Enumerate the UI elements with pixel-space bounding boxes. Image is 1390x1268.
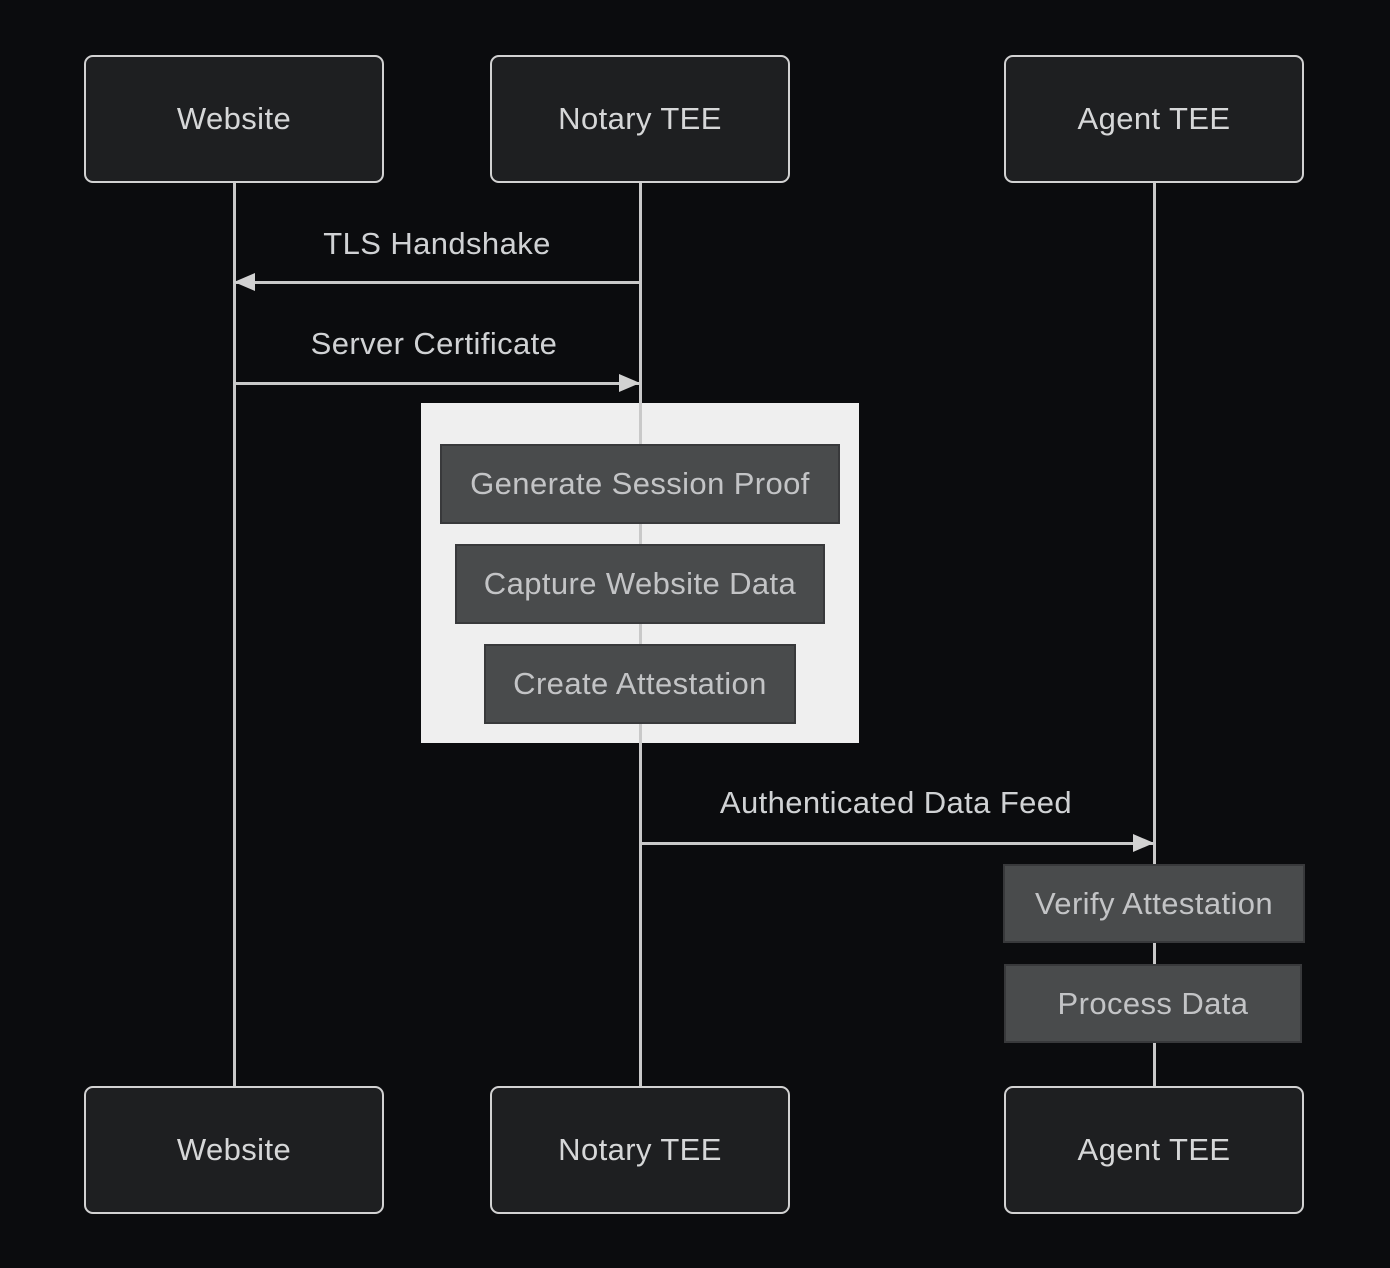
message-label-authenticated-data-feed: Authenticated Data Feed <box>719 785 1073 820</box>
message-arrow-server-certificate <box>234 374 640 392</box>
action-process-data: Process Data <box>1004 964 1302 1043</box>
action-label: Verify Attestation <box>1034 885 1274 921</box>
actor-label: Agent TEE <box>1077 1132 1231 1167</box>
actor-agent-tee-bottom: Agent TEE <box>1004 1086 1304 1214</box>
actor-label: Website <box>176 101 292 136</box>
arrowhead-right-icon <box>1133 834 1154 852</box>
actor-agent-tee-top: Agent TEE <box>1004 55 1304 183</box>
action-label: Capture Website Data <box>483 566 797 601</box>
actor-label: Agent TEE <box>1077 101 1231 136</box>
arrowhead-left-icon <box>234 273 255 291</box>
action-label: Generate Session Proof <box>470 466 810 501</box>
action-label: Create Attestation <box>513 666 767 701</box>
lifeline-notary-tee <box>639 183 642 1086</box>
action-capture-website-data: Capture Website Data <box>455 544 825 624</box>
actor-notary-tee-top: Notary TEE <box>490 55 790 183</box>
message-label-tls-handshake: TLS Handshake <box>323 226 551 261</box>
actor-notary-tee-bottom: Notary TEE <box>490 1086 790 1214</box>
actor-website-top: Website <box>84 55 384 183</box>
action-create-attestation: Create Attestation <box>484 644 796 724</box>
arrowhead-right-icon <box>619 374 640 392</box>
message-arrow-tls-handshake <box>234 273 640 291</box>
lifeline-website <box>233 183 236 1086</box>
message-arrow-authenticated-data-feed <box>640 834 1154 852</box>
action-label: Process Data <box>1057 985 1249 1021</box>
action-generate-session-proof: Generate Session Proof <box>440 444 840 524</box>
lifeline-agent-tee <box>1153 183 1156 1086</box>
action-verify-attestation: Verify Attestation <box>1003 864 1305 943</box>
message-label-server-certificate: Server Certificate <box>310 326 558 361</box>
actor-label: Notary TEE <box>558 1132 722 1167</box>
actor-website-bottom: Website <box>84 1086 384 1214</box>
actor-label: Website <box>176 1132 292 1167</box>
actor-label: Notary TEE <box>558 101 722 136</box>
